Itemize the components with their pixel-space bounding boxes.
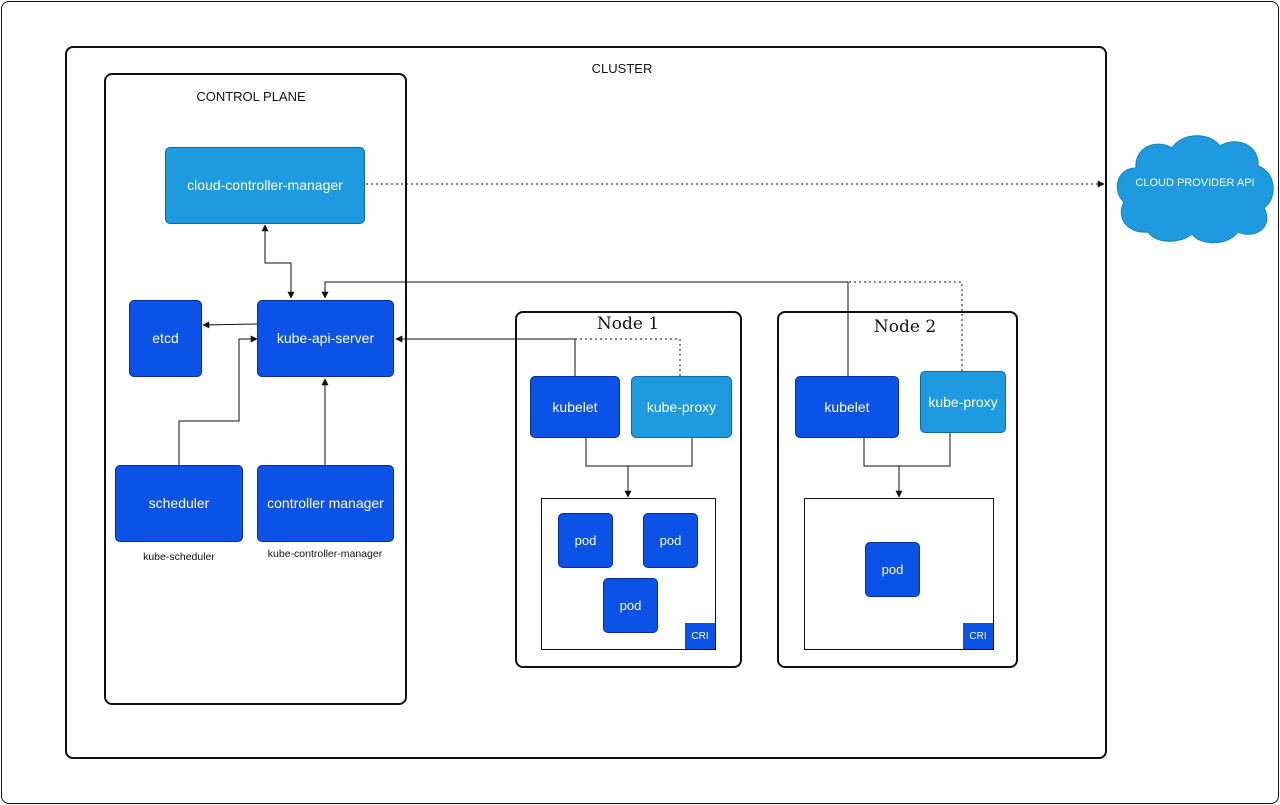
node-1-pod-2[interactable]: pod — [643, 513, 698, 568]
scheduler-caption: kube-scheduler — [143, 551, 215, 563]
node-2-pod-1[interactable]: pod — [865, 542, 920, 597]
ccm-api-link — [261, 224, 295, 299]
api-to-etcd-link — [202, 321, 258, 329]
node-2-kubelet-to-api-link — [321, 281, 849, 376]
etcd-box[interactable]: etcd — [129, 300, 202, 377]
cloud-provider-cloud-icon[interactable] — [1110, 128, 1280, 246]
cloud-controller-manager-box[interactable]: cloud-controller-manager — [165, 147, 365, 224]
controller-manager-box[interactable]: controller manager — [257, 465, 394, 542]
node-2-kubelet-box[interactable]: kubelet — [795, 376, 899, 438]
controller-manager-caption: kube-controller-manager — [267, 548, 383, 560]
scheduler-box[interactable]: scheduler — [115, 465, 243, 542]
node-1-pod-3[interactable]: pod — [603, 578, 658, 633]
node-2-title: Node 2 — [873, 317, 937, 337]
scheduler-to-api-link — [178, 335, 258, 465]
node-1-to-runtime-link — [585, 438, 693, 467]
node-2-cri-label: CRI — [963, 623, 993, 649]
cluster-title: CLUSTER — [591, 61, 653, 76]
cloud-provider-label: CLOUD PROVIDER API — [1135, 177, 1255, 189]
node-2-proxy-to-api-link — [848, 281, 963, 371]
node-1-proxy-to-api-link — [575, 338, 681, 376]
node-1-kubelet-to-api-link — [395, 335, 576, 376]
node-1-kube-proxy-box[interactable]: kube-proxy — [631, 376, 732, 438]
node-1-kubelet-box[interactable]: kubelet — [530, 376, 620, 438]
node-1-cri-label: CRI — [685, 623, 715, 649]
control-plane-title: CONTROL PLANE — [196, 89, 306, 104]
node-1-title: Node 1 — [596, 314, 660, 334]
kube-api-server-box[interactable]: kube-api-server — [257, 300, 394, 377]
node-2-kube-proxy-box[interactable]: kube-proxy — [920, 371, 1006, 433]
node-2-to-runtime-link — [863, 433, 951, 467]
node-1-pod-1[interactable]: pod — [558, 513, 613, 568]
